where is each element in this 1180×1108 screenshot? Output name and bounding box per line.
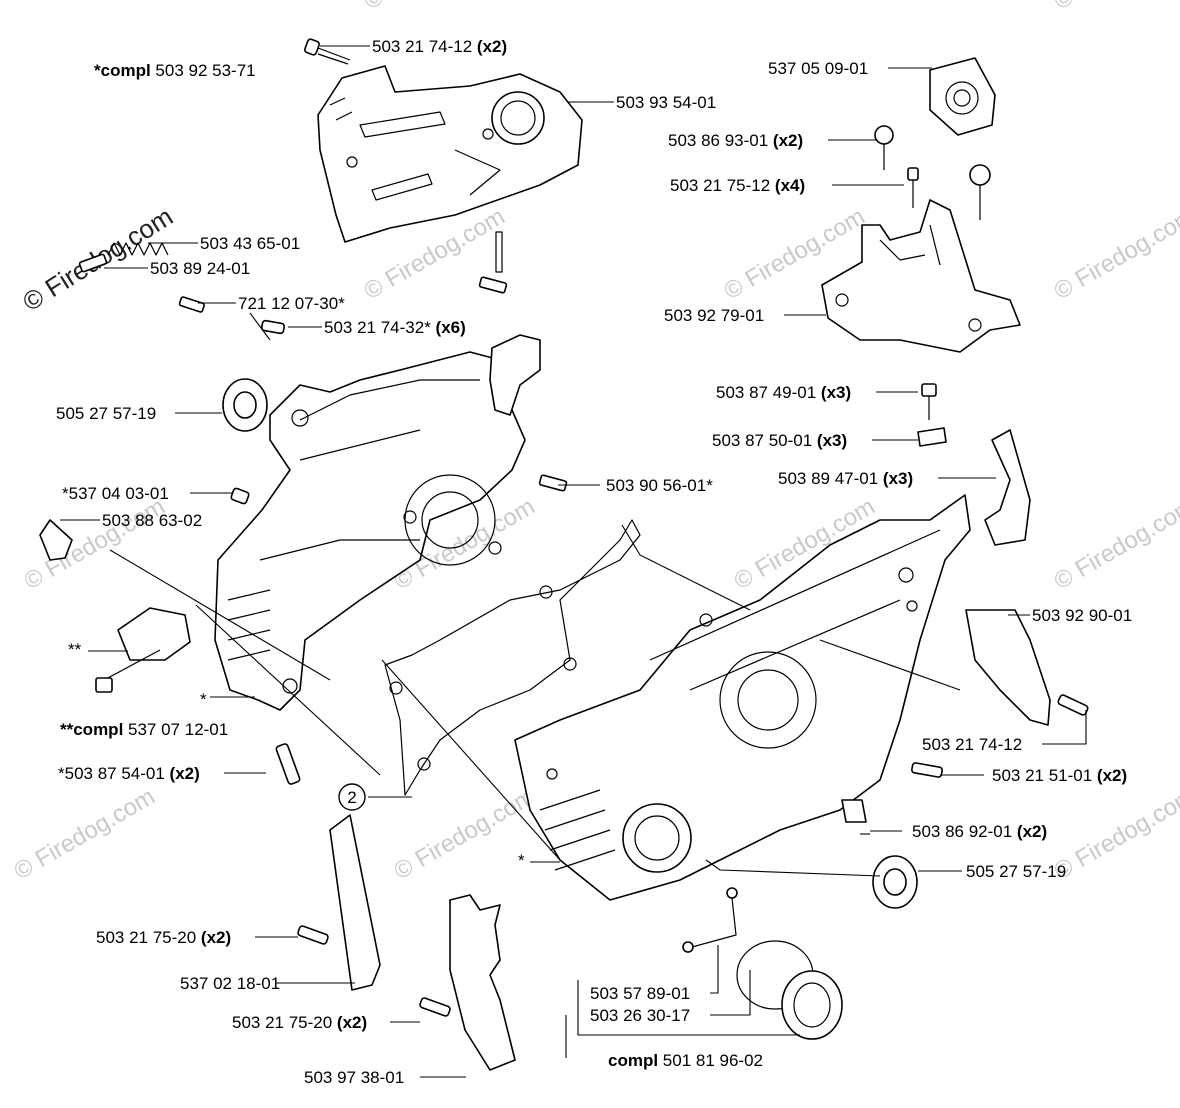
part-label: 503 87 49-01 (x3) [716, 383, 851, 402]
part-label: 503 93 54-01 [616, 93, 716, 112]
plate-drawing [965, 609, 1051, 726]
part-label: 503 92 79-01 [664, 306, 764, 325]
part-label: 503 57 89-01 [590, 984, 690, 1003]
part-label: 503 21 75-20 (x2) [232, 1013, 367, 1032]
watermark-text: © Firedog.com [20, 493, 170, 595]
watermark-text: © Firedog.com [1050, 783, 1180, 885]
bolt-drawing [275, 743, 301, 785]
guide-plate-drawing [329, 814, 381, 991]
part-label: 503 26 30-17 [590, 1006, 690, 1025]
part-label: 503 92 90-01 [1032, 606, 1132, 625]
part-label: 503 21 74-32* (x6) [324, 318, 466, 337]
part-label: * [518, 851, 525, 870]
part-label: 537 02 18-01 [180, 974, 280, 993]
bumper-spike-drawing [449, 894, 516, 1071]
part-label: 503 87 50-01 (x3) [712, 431, 847, 450]
bolt-drawing [304, 38, 351, 65]
part-labels: 503 21 74-12 (x2) *compl 503 92 53-71 50… [56, 37, 1132, 1087]
watermark-text: © Firedog.com [1050, 493, 1180, 595]
watermark-text: © Firedog.com [1050, 203, 1180, 305]
part-label: 503 43 65-01 [200, 234, 300, 253]
washer-set-drawing [917, 383, 947, 447]
tank-cover-drawing [821, 199, 1021, 353]
part-label: 505 27 57-19 [966, 862, 1066, 881]
part-label: **compl 537 07 12-01 [60, 720, 228, 739]
part-label: 503 21 75-20 (x2) [96, 928, 231, 947]
part-label: compl 501 81 96-02 [608, 1051, 763, 1070]
damper-drawing [929, 57, 996, 136]
gasket-drawing [384, 519, 641, 796]
part-label: 503 21 51-01 (x2) [992, 766, 1127, 785]
screw-drawing [419, 997, 451, 1017]
part-label: *compl 503 92 53-71 [94, 61, 256, 80]
part-label: *537 04 03-01 [62, 484, 169, 503]
dowel-drawing [538, 474, 568, 492]
watermark-text: © Firedog.com [1050, 0, 1180, 15]
callout-badge-text: 2 [347, 788, 356, 807]
fuel-cap-drawing [682, 887, 843, 1040]
crankcase-left-drawing [214, 351, 526, 711]
part-label: 503 86 92-01 (x2) [912, 822, 1047, 841]
part-label: 503 89 47-01 (x3) [778, 469, 913, 488]
plug-drawing [230, 487, 250, 505]
screw-drawing [1057, 694, 1089, 716]
callout-badge: 2 [338, 783, 366, 811]
watermark-text: © Firedog.com [10, 783, 160, 885]
crankcase-right-drawing [514, 494, 971, 901]
clutch-cover-drawing [317, 65, 583, 243]
seal-left-drawing [222, 378, 268, 432]
part-label: 505 27 57-19 [56, 404, 156, 423]
part-label: *503 87 54-01 (x2) [58, 764, 200, 783]
part-label: 503 88 63-02 [102, 511, 202, 530]
part-label: 537 05 09-01 [768, 59, 868, 78]
part-label: 503 89 24-01 [150, 259, 250, 278]
screw-drawing [911, 762, 943, 778]
part-drawings [39, 38, 1089, 1071]
part-label: 721 12 07-30* [238, 294, 345, 313]
seal-right-drawing [872, 855, 918, 909]
part-label: 503 90 56-01* [606, 476, 713, 495]
watermark-text: © Firedog.com [360, 0, 510, 15]
part-label: 503 21 75-12 (x4) [670, 176, 805, 195]
part-label: 503 21 74-12 (x2) [372, 37, 507, 56]
handle-bracket-drawing [478, 231, 541, 416]
bushing-drawing [841, 799, 867, 823]
clip-drawing [39, 519, 73, 561]
part-label: 503 86 93-01 (x2) [668, 131, 803, 150]
screw-drawing [260, 319, 286, 335]
screw-drawing [297, 925, 329, 945]
chain-tensioner-drawing [95, 607, 191, 693]
screw-set-drawing [874, 125, 991, 220]
part-label: * [200, 690, 207, 709]
chain-catcher-drawing [984, 429, 1031, 546]
spring-drawing [78, 242, 169, 273]
leader-lines [60, 45, 1087, 1078]
part-label: ** [68, 640, 82, 659]
part-label: 503 97 38-01 [304, 1068, 404, 1087]
part-label: 503 21 74-12 [922, 735, 1022, 754]
pin-drawing [178, 296, 205, 313]
